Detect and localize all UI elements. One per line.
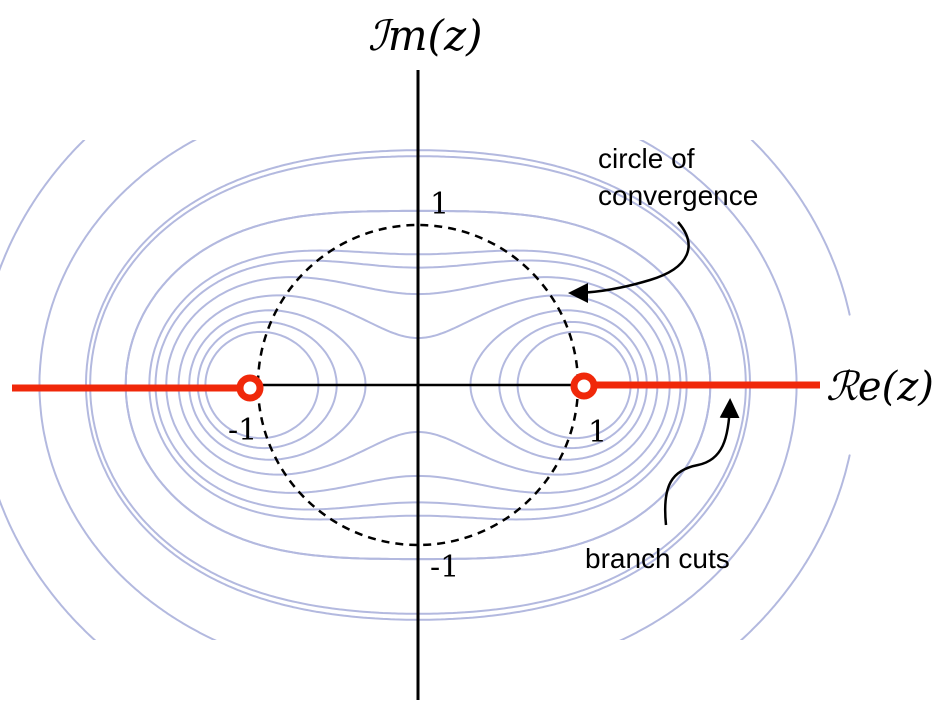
imaginary-axis-label: ℐm(z)	[368, 11, 482, 60]
imag-tick-1: 1	[430, 187, 449, 222]
imag-tick-minus1: -1	[430, 550, 459, 585]
real-tick-1: 1	[588, 415, 607, 450]
branch-point-right	[570, 372, 598, 400]
contour-line	[38, 140, 798, 640]
contour-line	[188, 309, 648, 461]
contour-line	[204, 330, 632, 440]
circle-label-line1: circle of	[598, 143, 695, 174]
branch-point-left	[236, 374, 264, 402]
contour-line	[165, 276, 671, 494]
contour-line	[196, 320, 640, 450]
contour-line	[89, 155, 747, 615]
contour-line	[148, 249, 688, 521]
branch-cuts-label: branch cuts	[585, 543, 730, 574]
contour-line	[85, 149, 751, 621]
branch-cut-annotation-arrow	[663, 398, 740, 526]
circle-label-line2: convergence	[598, 180, 758, 211]
real-axis-label: ℛe(z)	[826, 364, 934, 410]
contour-line	[177, 294, 659, 476]
circle-annotation-arrow	[568, 221, 690, 303]
contour-line	[154, 259, 682, 511]
contour-lines	[0, 140, 851, 640]
contour-line	[0, 140, 851, 640]
real-tick-minus1: -1	[228, 413, 257, 448]
